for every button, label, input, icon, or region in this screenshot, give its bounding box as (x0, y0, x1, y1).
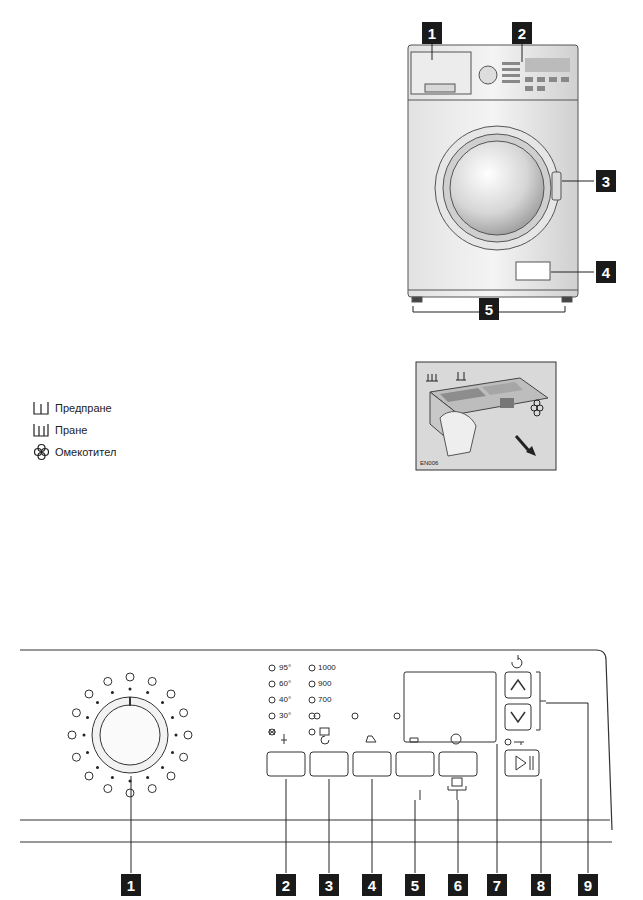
legend-text: Омекотител (55, 446, 116, 458)
setting-value: 1000 (318, 664, 336, 672)
control-panel (20, 650, 612, 842)
setting-value: 900 (318, 680, 331, 688)
panel-controls (267, 655, 546, 800)
callout-text: 5 (485, 302, 493, 317)
callout-number: 3 (596, 170, 616, 192)
callout-text: 2 (518, 26, 526, 41)
callout-text: 4 (368, 878, 376, 893)
setting-value: 700 (318, 696, 331, 704)
leader-lines (413, 44, 594, 312)
callout-text: 4 (602, 265, 610, 280)
callout-text: 3 (325, 878, 333, 893)
setting-value: 60° (279, 680, 291, 688)
programme-dial-marks (68, 673, 192, 797)
callout-number: 5 (479, 298, 499, 320)
callout-number: 5 (405, 874, 425, 896)
legend-entry: Пране (55, 425, 87, 436)
callout-number: 7 (487, 874, 507, 896)
callout-text: 5 (411, 878, 419, 893)
callout-text: 1 (127, 878, 135, 893)
setting-value: 30° (279, 712, 291, 720)
legend-text: Пране (55, 424, 87, 436)
callout-text: 1 (428, 26, 436, 41)
callout-number: 6 (448, 874, 468, 896)
washing-machine (408, 45, 578, 302)
callout-number: 2 (512, 22, 532, 44)
callout-number: 1 (121, 874, 141, 896)
detergent-drawer (416, 362, 556, 470)
setting-value: 95° (279, 664, 291, 672)
callout-text: 2 (282, 878, 290, 893)
callout-number: 2 (276, 874, 296, 896)
callout-text: 9 (584, 878, 592, 893)
callout-number: 9 (578, 874, 598, 896)
callout-number: 8 (531, 874, 551, 896)
legend-entry: Предпране (55, 403, 112, 414)
panel-leader-lines (131, 703, 588, 873)
callout-text: 6 (454, 878, 462, 893)
legend-text: Предпране (55, 402, 112, 414)
callout-text: 8 (537, 878, 545, 893)
callout-text: 7 (493, 878, 501, 893)
callout-number: 1 (422, 22, 442, 44)
callout-number: 4 (596, 261, 616, 283)
callout-text: 3 (602, 174, 610, 189)
image-code: EN006 (420, 460, 438, 466)
callout-number: 4 (362, 874, 382, 896)
setting-value: 40° (279, 696, 291, 704)
legend-symbols (34, 402, 49, 460)
callout-number: 3 (319, 874, 339, 896)
legend-entry: Омекотител (55, 447, 116, 458)
